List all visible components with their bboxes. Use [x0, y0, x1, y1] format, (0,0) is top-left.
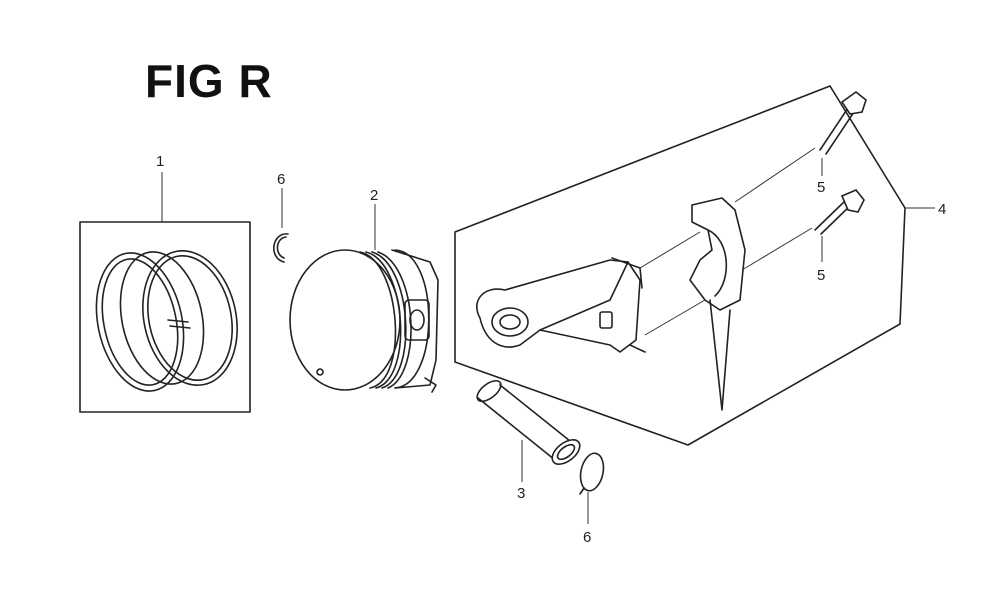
circlip-upper: [273, 188, 289, 263]
callout-3: 3: [517, 485, 525, 502]
piston: [289, 204, 439, 393]
callout-4: 4: [938, 201, 946, 218]
bolt-upper: [819, 90, 867, 176]
callout-5-upper: 5: [817, 179, 825, 196]
piston-ring-set: [79, 172, 251, 413]
callout-1: 1: [156, 153, 164, 170]
figure-title: FIG R: [145, 55, 273, 107]
callout-5-lower: 5: [817, 267, 825, 284]
callout-2: 2: [370, 187, 378, 204]
piston-pin: [476, 379, 581, 482]
callout-6-upper: 6: [277, 171, 285, 188]
circlip-lower: [579, 452, 605, 524]
connecting-rod-assembly: [454, 85, 935, 446]
bolt-lower: [814, 189, 865, 262]
callout-6-lower: 6: [583, 529, 591, 546]
ring-set-box: [79, 221, 251, 413]
